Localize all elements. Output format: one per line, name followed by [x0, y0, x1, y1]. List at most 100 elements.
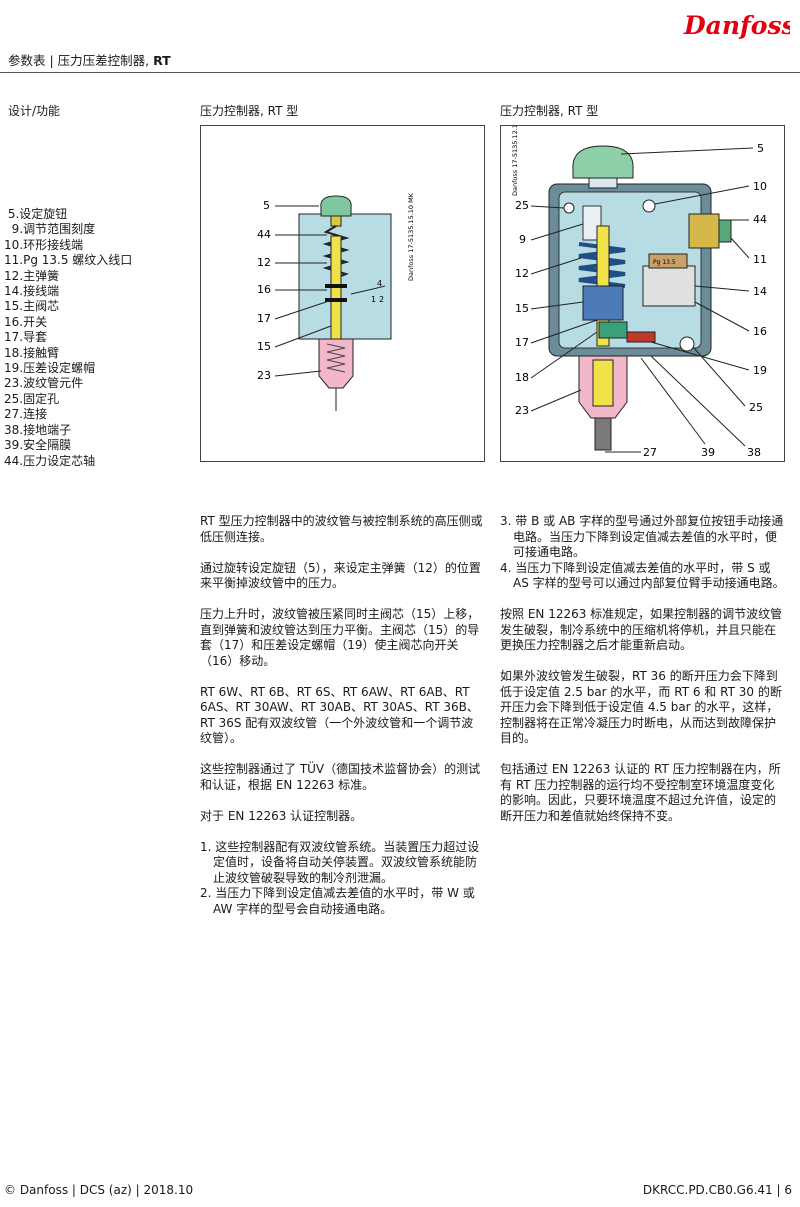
paragraph: 通过旋转设定旋钮（5），来设定主弹簧（12）的位置来平衡掉波纹管中的压力。	[200, 560, 481, 591]
fixing-hole-bottom	[679, 336, 695, 352]
brand-wordmark: Danfoss	[683, 11, 790, 40]
figure-2-code: Danfoss 17-5135.12.10 MK	[511, 126, 519, 196]
callout-12: 12	[515, 267, 529, 280]
callout-23: 23	[515, 404, 529, 417]
callout-19: 19	[753, 364, 767, 377]
legend-item: 10.环形接线端	[4, 237, 84, 252]
legend-item: 18.接触臂	[4, 345, 60, 360]
connector-fitting	[594, 417, 612, 451]
legend-item: 12.主弹簧	[4, 268, 60, 283]
numbered-list: 3. 带 B 或 AB 字样的型号通过外部复位按钮手动接通电路。当压力下降到设定…	[500, 514, 785, 592]
list-item: 2. 当压力下降到设定值减去差值的水平时，带 W 或 AW 字样的型号会自动接通…	[200, 886, 475, 916]
callout-18: 18	[515, 371, 529, 384]
legend-item: 11.Pg 13.5 螺纹入线口	[4, 253, 133, 268]
legend-item: 15.主阀芯	[4, 299, 60, 314]
guide-bar	[325, 298, 347, 302]
setting-knob	[572, 145, 634, 179]
legend-item: 44.压力设定芯轴	[4, 453, 96, 468]
callout-12: 12	[257, 256, 271, 269]
figure-1-code: Danfoss 17-5135.15.10 MK	[407, 192, 415, 281]
callout-5: 5	[757, 142, 764, 155]
setting-knob	[320, 195, 352, 217]
legend-item: 38.接地端子	[4, 422, 72, 437]
callout-9: 9	[519, 233, 526, 246]
fixing-hole-top	[563, 202, 575, 214]
bellows-core	[592, 359, 614, 407]
footer-copyright: © Danfoss | DCS (az) | 2018.10	[4, 1183, 194, 1197]
bellows-housing	[318, 338, 354, 389]
callout-38: 38	[747, 446, 761, 459]
bellows-folds	[326, 343, 346, 373]
switch-label-2: 2	[379, 295, 384, 304]
callouts-right: 5 10 44 11 14 16 19 25 38 39 27	[605, 142, 767, 459]
paragraph: 压力上升时，波纹管被压紧同时主阀芯（15）上移，直到弹簧和波纹管达到压力平衡。主…	[200, 607, 480, 668]
callout-10: 10	[753, 180, 767, 193]
contact-arm	[626, 331, 656, 343]
knob-collar	[588, 177, 618, 189]
callout-25-left: 25	[515, 199, 529, 212]
legend-item: 39.安全隔膜	[4, 438, 72, 453]
header-title-product: RT	[153, 53, 171, 68]
legend-item: 17.导套	[4, 330, 48, 345]
legend-item: 27.连接	[4, 407, 48, 422]
paragraph: RT 6W、RT 6B、RT 6S、RT 6AW、RT 6AB、RT 6AS、R…	[200, 684, 479, 746]
list-item: 4. 当压力下降到设定值减去差值的水平时，带 S 或 AS 字样的型号可以通过内…	[500, 560, 785, 591]
legend-item: 14.接线端	[4, 284, 60, 299]
switch-label-1: 1	[371, 295, 376, 304]
ring-terminal	[642, 199, 656, 213]
header-title-prefix: 参数表 | 压力压差控制器,	[8, 53, 154, 68]
callout-11: 11	[753, 253, 767, 266]
numbered-list: 1. 这些控制器配有双波纹管系统。当装置压力超过设定值时，设备将自动关停装置。双…	[200, 840, 485, 918]
paragraph: 包括通过 EN 12263 认证的 RT 压力控制器在内，所有 RT 压力控制器…	[500, 762, 781, 823]
callout-16: 16	[257, 283, 271, 296]
spindle	[330, 235, 342, 347]
header-divider	[0, 72, 800, 73]
callout-25: 25	[749, 401, 763, 414]
callout-39: 39	[701, 446, 715, 459]
callout-17: 17	[257, 312, 271, 325]
knob-stem	[330, 215, 342, 227]
callout-44: 44	[257, 228, 271, 241]
terminal-block	[642, 265, 696, 307]
terminal-label: Pg 13.5	[653, 259, 676, 266]
list-item: 1. 这些控制器配有双波纹管系统。当装置压力超过设定值时，设备将自动关停装置。双…	[200, 839, 480, 885]
callout-17: 17	[515, 336, 529, 349]
gland-nut	[718, 219, 732, 243]
switch-arm	[350, 288, 374, 295]
section-label: 设计/功能	[8, 104, 61, 118]
callout-14: 14	[753, 285, 767, 298]
parts-legend: 5.设定旋钮 9.调节范围刻度 10.环形接线端 11.Pg 13.5 螺纹入线…	[4, 207, 132, 469]
figure-2-cutaway: Danfoss 17-5135.12.10 MK Pg 13.5	[511, 107, 767, 459]
housing-body	[298, 213, 392, 340]
paragraph: 如果外波纹管发生破裂，RT 36 的断开压力会下降到低于设定值 2.5 bar …	[500, 669, 782, 745]
paragraph: 这些控制器通过了 TÜV（德国技术监督协会）的测试和认证，根据 EN 12263…	[200, 762, 481, 792]
legend-item: 25.固定孔	[4, 391, 60, 406]
callouts-left: 25 9 12 15 17 18 23	[515, 199, 598, 417]
legend-item: 9.调节范围刻度	[4, 222, 96, 237]
differential-nut	[598, 321, 628, 339]
switch-label-4: 4	[377, 279, 382, 288]
callout-15: 15	[515, 302, 529, 315]
header-title: 参数表 | 压力压差控制器, RT	[8, 50, 171, 69]
callout-5: 5	[263, 199, 270, 212]
danfoss-logo: Danfoss	[683, 11, 790, 40]
paragraph: 按照 EN 12263 标准规定，如果控制器的调节波纹管发生破裂，制冷系统中的压…	[500, 607, 783, 652]
switch-contact	[372, 285, 386, 290]
terminal-label-plate	[648, 253, 688, 269]
paragraph: 对于 EN 12263 认证控制器。	[200, 808, 363, 823]
callout-16: 16	[753, 325, 767, 338]
legend-item: 5.设定旋钮	[4, 207, 68, 221]
figure-1-schematic: 4 2 1 5 44 12 16 17 15 23 Danfoss 17-513…	[257, 192, 415, 411]
figure-1-title: 压力控制器, RT 型	[200, 104, 299, 118]
callouts: 5 44 12 16 17 15 23	[257, 199, 332, 382]
body-left-column: RT 型压力控制器中的波纹管与被控制系统的高压侧或低压侧连接。 通过旋转设定旋钮…	[200, 514, 485, 933]
legend-item: 19.压差设定螺帽	[4, 361, 96, 376]
callout-27: 27	[643, 446, 657, 459]
paragraph: RT 型压力控制器中的波纹管与被控制系统的高压侧或低压侧连接。	[200, 514, 483, 544]
footer-document-code: DKRCC.PD.CB0.G6.41 | 6	[642, 1183, 792, 1197]
legend-item: 23.波纹管元件	[4, 376, 84, 391]
callout-23: 23	[257, 369, 271, 382]
cable-gland	[688, 213, 720, 249]
figure-1-box: 4 2 1 5 44 12 16 17 15 23 Danfoss 17-513…	[200, 125, 485, 462]
callout-44: 44	[753, 213, 767, 226]
